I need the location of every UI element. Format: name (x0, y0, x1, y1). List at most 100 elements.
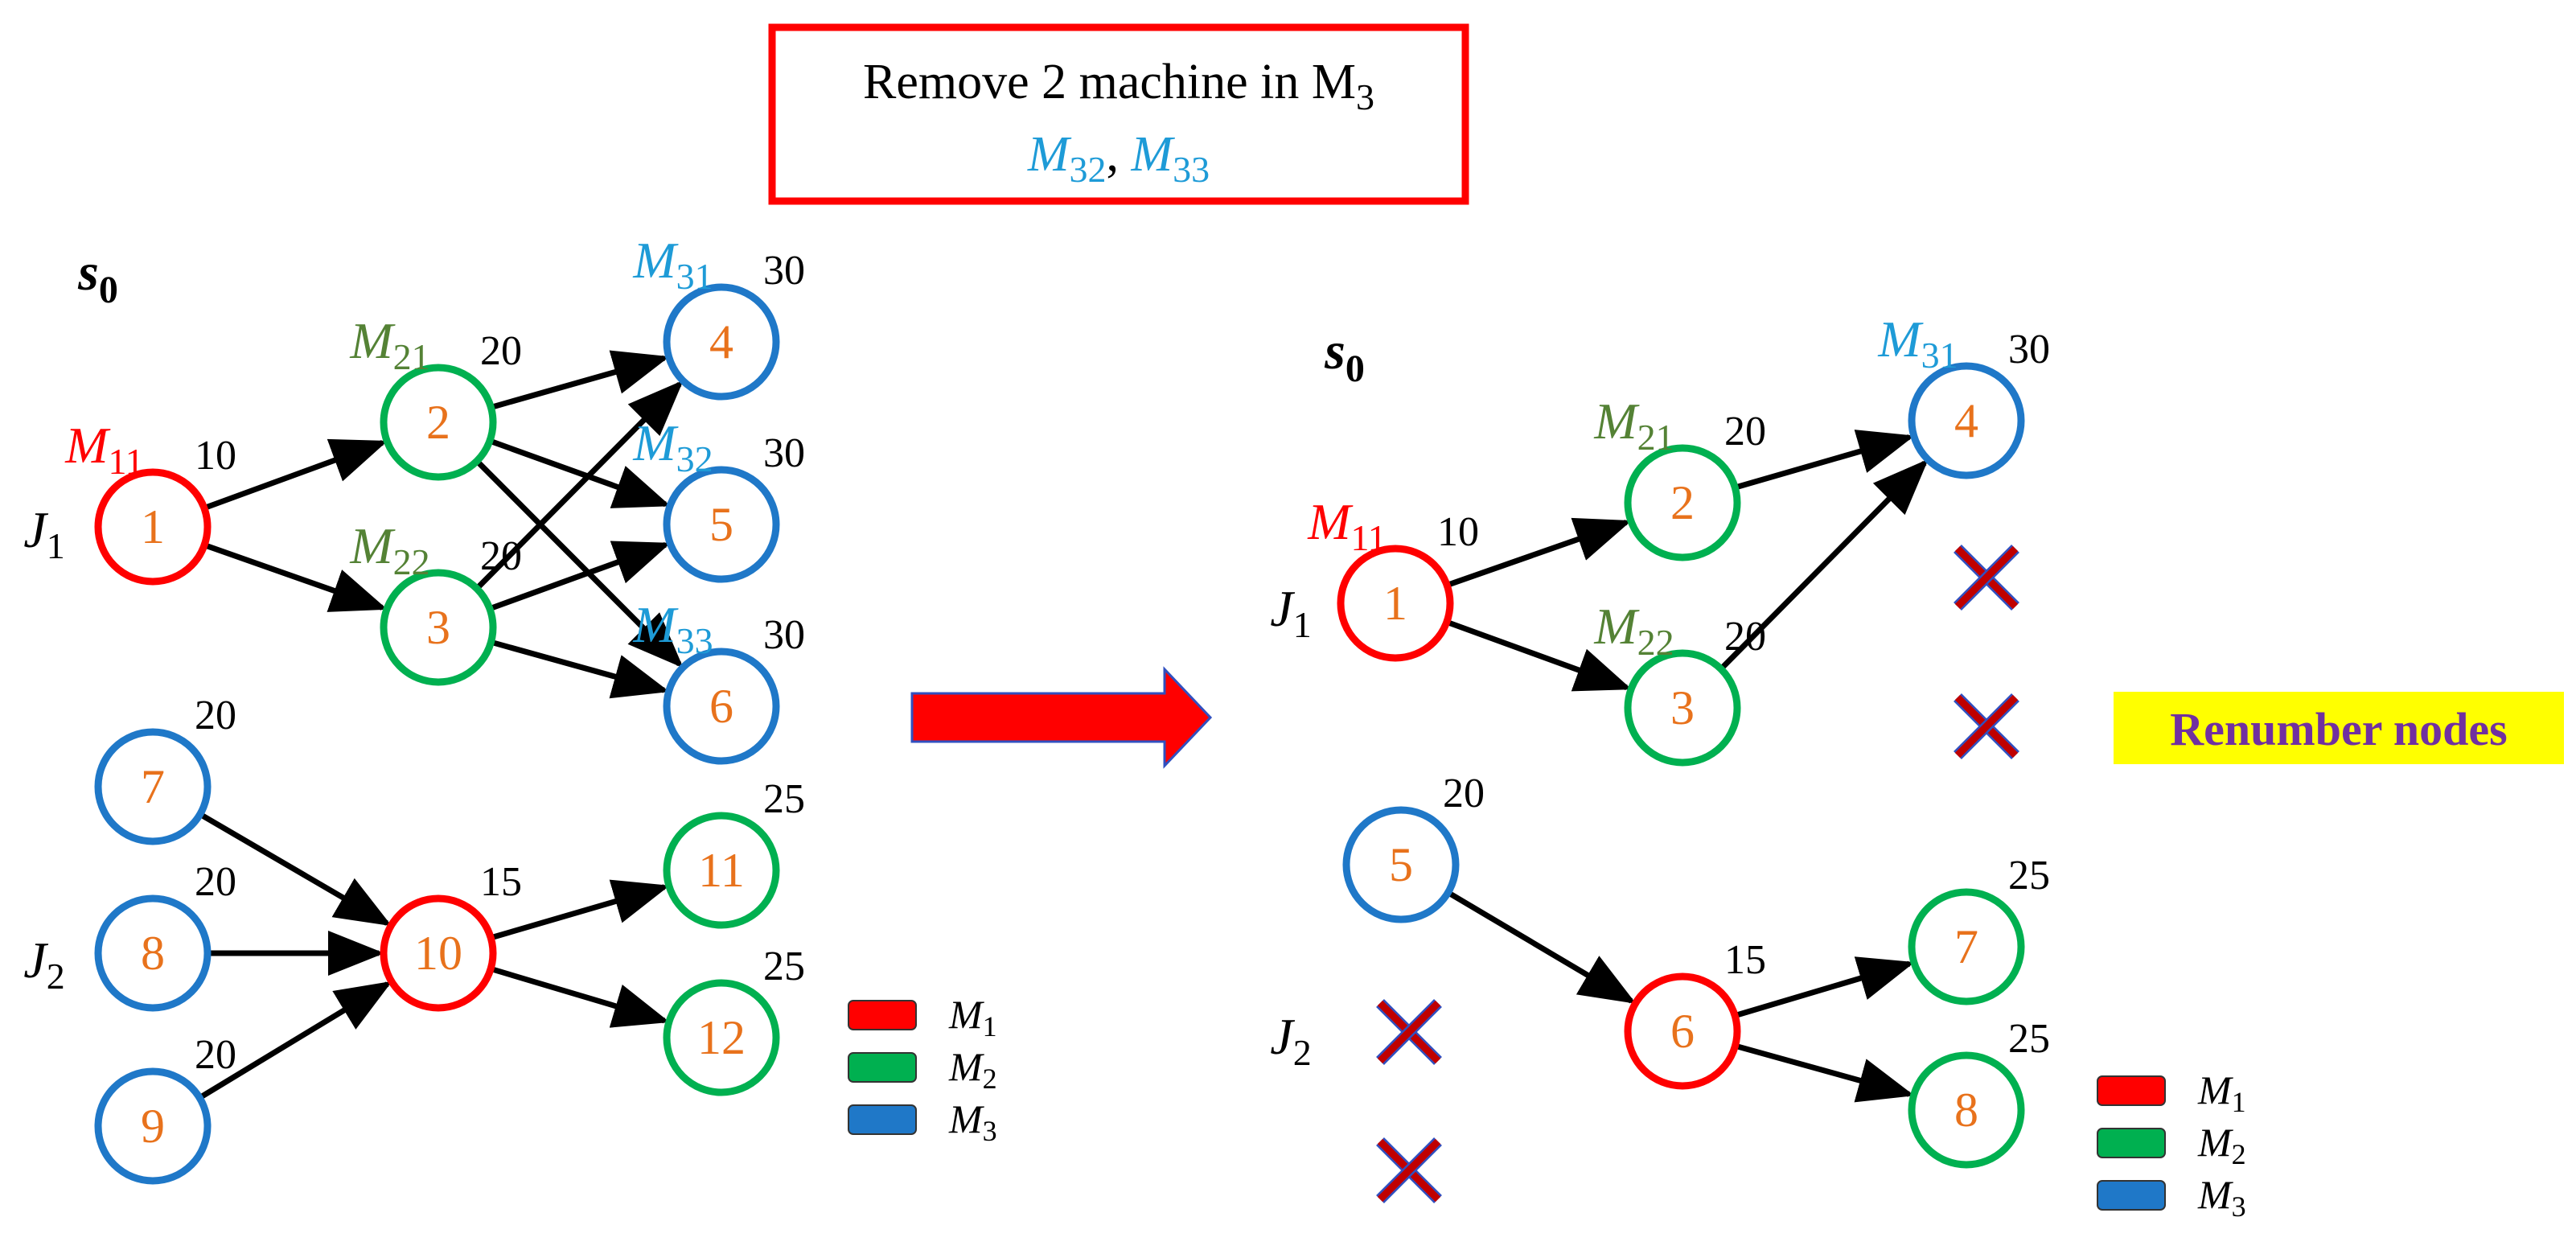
node-number: 2 (426, 396, 450, 449)
node-number: 7 (1954, 920, 1978, 973)
machine-label: M11 (1307, 493, 1387, 558)
legend-swatch (2097, 1075, 2166, 1106)
transform-arrow (910, 666, 1213, 769)
legend-label: M2 (948, 1044, 997, 1095)
node-circle (1624, 649, 1741, 767)
node-number: 2 (1670, 476, 1695, 529)
node-weight: 20 (195, 693, 236, 738)
right-job-label-2: J2 (1270, 1008, 1311, 1073)
left-edge-2-6 (477, 461, 684, 668)
right-node-6: 6 15 (1624, 937, 1766, 1090)
node-weight: 20 (480, 533, 522, 579)
removed-cross-icon (1954, 545, 2019, 611)
machine-label: M21 (349, 312, 429, 377)
legend-label: M2 (2197, 1120, 2246, 1170)
node-number: 6 (1670, 1005, 1695, 1058)
renumber-label: Renumber nodes (2170, 703, 2507, 755)
left-job-label-1: J1 (23, 501, 64, 566)
left-edge-1-2 (206, 438, 388, 510)
right-edge-6-7 (1737, 956, 1915, 1018)
node-circle (94, 468, 212, 586)
node-number: 8 (141, 927, 165, 980)
node-circle (1908, 1051, 2025, 1169)
legend-label: M1 (2197, 1067, 2246, 1118)
node-circle (663, 979, 780, 1096)
node-weight: 20 (480, 328, 522, 374)
node-weight: 30 (2008, 327, 2050, 372)
node-number: 7 (141, 760, 165, 813)
node-circle (1337, 545, 1454, 662)
node-weight: 10 (1437, 509, 1479, 555)
left-job-label-2: J2 (23, 931, 64, 997)
node-circle (663, 466, 780, 583)
left-state-label: s0 (77, 243, 118, 311)
node-weight: 20 (195, 859, 236, 905)
machine-label: M31 (632, 232, 713, 297)
left-edge-10-12 (492, 967, 670, 1028)
node-number: 12 (697, 1011, 746, 1064)
node-number: 5 (709, 498, 733, 551)
node-circle (1908, 888, 2025, 1005)
renumber-highlight: Renumber nodes (2114, 692, 2564, 764)
node-number: 6 (709, 680, 733, 733)
right-edge-2-4 (1737, 430, 1915, 490)
legend-label: M1 (948, 992, 997, 1042)
node-circle (380, 364, 497, 481)
right-edge-5-6 (1449, 891, 1637, 1004)
node-circle (94, 728, 212, 845)
left-edge-3-5 (491, 541, 672, 611)
node-number: 8 (1954, 1083, 1978, 1137)
node-weight: 20 (1443, 771, 1485, 816)
legend-label: M3 (2197, 1172, 2246, 1223)
node-number: 3 (1670, 681, 1695, 734)
node-weight: 30 (763, 430, 805, 476)
node-number: 1 (1383, 577, 1407, 630)
right-job-label-1: J1 (1270, 580, 1311, 645)
right-edge-3-4 (1721, 458, 1929, 669)
machine-label: M11 (64, 417, 144, 482)
left-edge-3-6 (493, 639, 670, 699)
right-node-7: 725 (1908, 853, 2050, 1005)
legend-swatch (2097, 1180, 2166, 1211)
node-circle (1624, 444, 1741, 561)
node-weight: 25 (2008, 1016, 2050, 1062)
left-edge-2-5 (491, 439, 671, 508)
left-node-9: 920 (94, 1032, 236, 1185)
machine-label: M31 (1877, 310, 1958, 376)
right-edge-1-2 (1448, 517, 1632, 587)
right-edge-1-3 (1448, 620, 1633, 692)
node-circle (663, 812, 780, 929)
right-state-label: s0 (1324, 322, 1365, 390)
right-node-8: 8 25 (1908, 1016, 2050, 1169)
node-circle (1624, 972, 1741, 1090)
machine-label: M32 (632, 414, 713, 479)
node-circle (663, 283, 780, 401)
legend-swatch (2097, 1128, 2166, 1158)
machine-label: M22 (349, 517, 429, 582)
machine-label: M22 (1593, 598, 1674, 663)
node-weight: 15 (1724, 937, 1766, 983)
left-node-8: 8 20 (94, 859, 236, 1012)
left-edge-7-10 (201, 813, 392, 927)
node-circle (1342, 806, 1460, 923)
left-edge-1-3 (206, 543, 388, 612)
removed-cross-icon (1376, 1137, 1442, 1203)
title-line-1: Remove 2 machine in M3 (863, 55, 1374, 117)
title-line-2: M32, M33 (1027, 127, 1210, 190)
node-weight: 20 (1724, 409, 1766, 454)
left-edge-9-10 (200, 981, 392, 1099)
left-node-2: 2 20 M21 (349, 312, 522, 481)
node-circle (1908, 362, 2025, 479)
machine-label: M33 (632, 596, 713, 661)
node-number: 9 (141, 1100, 165, 1153)
title-box: Remove 2 machine in M3 M32, M33 (768, 23, 1469, 205)
node-weight: 25 (763, 944, 805, 989)
left-edge-2-4 (493, 350, 670, 409)
removed-cross-icon (1954, 693, 2019, 759)
